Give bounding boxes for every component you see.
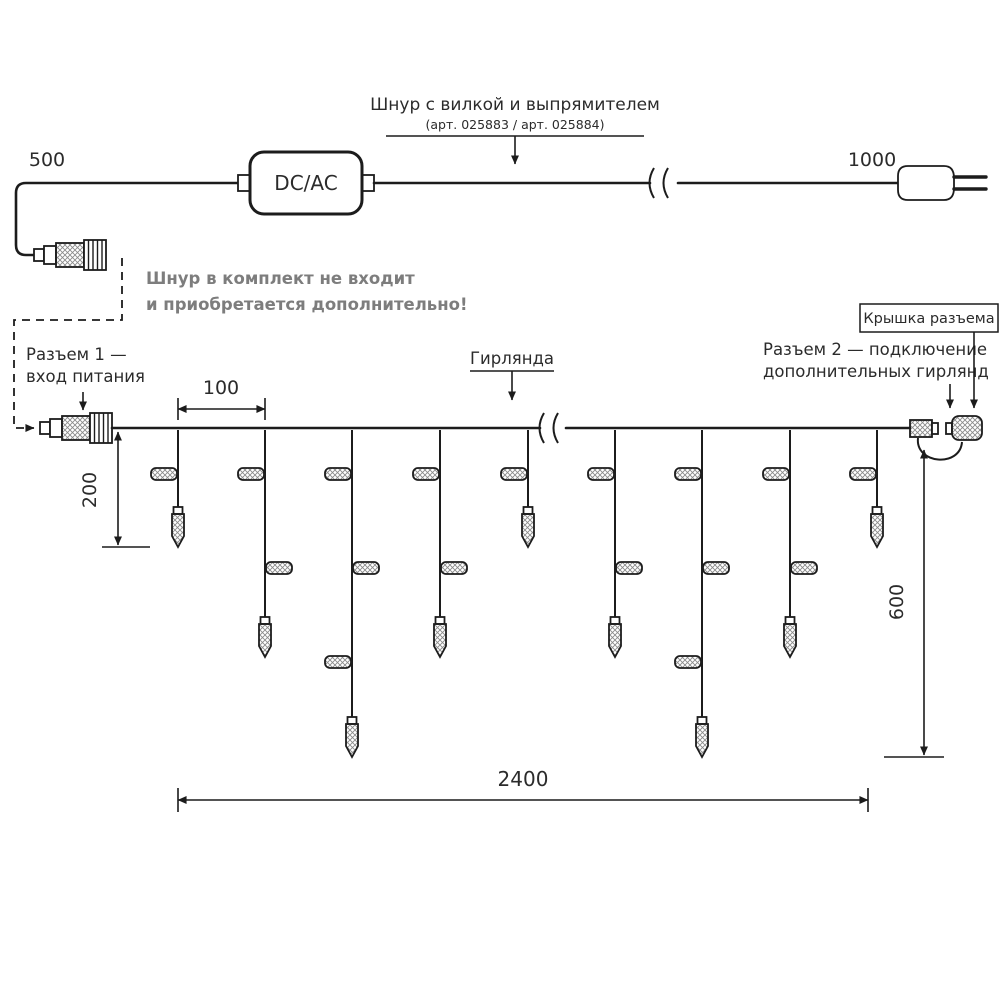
note-line1: Шнур в комплект не входит	[146, 269, 415, 288]
bulb-socket-icon	[784, 616, 796, 625]
dim-2400-label: 2400	[498, 767, 549, 791]
terminal-bulb-icon	[521, 513, 535, 549]
terminal-bulb-icon	[171, 513, 185, 549]
power-cord-group: 500 1000 Шнур с вилкой и выпрямителем (а…	[14, 95, 988, 271]
terminal-bulb-icon	[258, 623, 272, 659]
terminal-bulb-icon	[695, 723, 709, 759]
bulb-socket-icon	[522, 506, 534, 515]
terminal-bulb-icon	[783, 623, 797, 659]
bulb-socket-icon	[696, 716, 708, 725]
led-bulb-icon	[150, 467, 178, 481]
led-bulb-icon	[762, 467, 790, 481]
led-bulb-icon	[674, 655, 702, 669]
callouts-group: Разъем 1 — вход питания Гирлянда Разъем …	[26, 303, 999, 411]
connector-cap-icon	[945, 415, 983, 441]
dim-600-label: 600	[886, 584, 908, 620]
connector2-label-line1: Разъем 2 — подключение	[763, 340, 987, 359]
bulb-socket-icon	[871, 506, 883, 515]
dimensions-group: 100 200 600 2400	[79, 377, 944, 812]
bulb-socket-icon	[434, 616, 446, 625]
dcac-converter-icon: DC/AC	[237, 150, 375, 216]
terminal-bulb-icon	[433, 623, 447, 659]
dim-1000-label: 1000	[848, 149, 896, 171]
led-bulb-icon	[587, 467, 615, 481]
cord-subtitle: (арт. 025883 / арт. 025884)	[426, 117, 605, 132]
dim-200-label: 200	[79, 472, 101, 508]
led-bulb-icon	[265, 561, 293, 575]
dim-500-label: 500	[29, 149, 65, 171]
garland-group	[39, 412, 983, 759]
led-bulb-icon	[702, 561, 730, 575]
connector2-label-line2: дополнительных гирлянд	[763, 362, 989, 381]
dcac-label: DC/AC	[274, 171, 337, 195]
led-bulb-icon	[324, 467, 352, 481]
power-plug-icon	[897, 165, 988, 201]
cap-label-box	[859, 303, 999, 333]
cord-wire-left	[14, 181, 240, 257]
dashed-route	[13, 258, 123, 432]
led-bulb-icon	[674, 467, 702, 481]
led-bulb-icon	[790, 561, 818, 575]
connector1-label-line1: Разъем 1 —	[26, 345, 127, 364]
cord-break-icon	[648, 167, 669, 199]
led-bulb-icon	[440, 561, 468, 575]
drops-group	[150, 430, 884, 759]
dim-100-label: 100	[203, 377, 239, 399]
bulb-socket-icon	[346, 716, 358, 725]
cord-connector-icon	[33, 239, 107, 271]
cap-label: Крышка разъема	[863, 311, 994, 327]
garland-break-icon	[538, 412, 559, 444]
led-bulb-icon	[237, 467, 265, 481]
led-bulb-icon	[352, 561, 380, 575]
terminal-bulb-icon	[608, 623, 622, 659]
note-line2: и приобретается дополнительно!	[146, 295, 467, 314]
garland-output-connector-icon	[909, 415, 983, 461]
connector1-label-line2: вход питания	[26, 367, 145, 386]
led-bulb-icon	[500, 467, 528, 481]
led-bulb-icon	[324, 655, 352, 669]
garland-input-connector-icon	[39, 412, 113, 444]
cord-title: Шнур с вилкой и выпрямителем	[370, 95, 660, 115]
led-bulb-icon	[412, 467, 440, 481]
cap-tether	[916, 437, 963, 461]
terminal-bulb-icon	[870, 513, 884, 549]
garland-label: Гирлянда	[470, 349, 554, 368]
led-bulb-icon	[849, 467, 877, 481]
bulb-socket-icon	[172, 506, 184, 515]
not-included-group: Шнур в комплект не входит и приобретаетс…	[13, 258, 467, 432]
led-bulb-icon	[615, 561, 643, 575]
terminal-bulb-icon	[345, 723, 359, 759]
bulb-socket-icon	[259, 616, 271, 625]
bulb-socket-icon	[609, 616, 621, 625]
